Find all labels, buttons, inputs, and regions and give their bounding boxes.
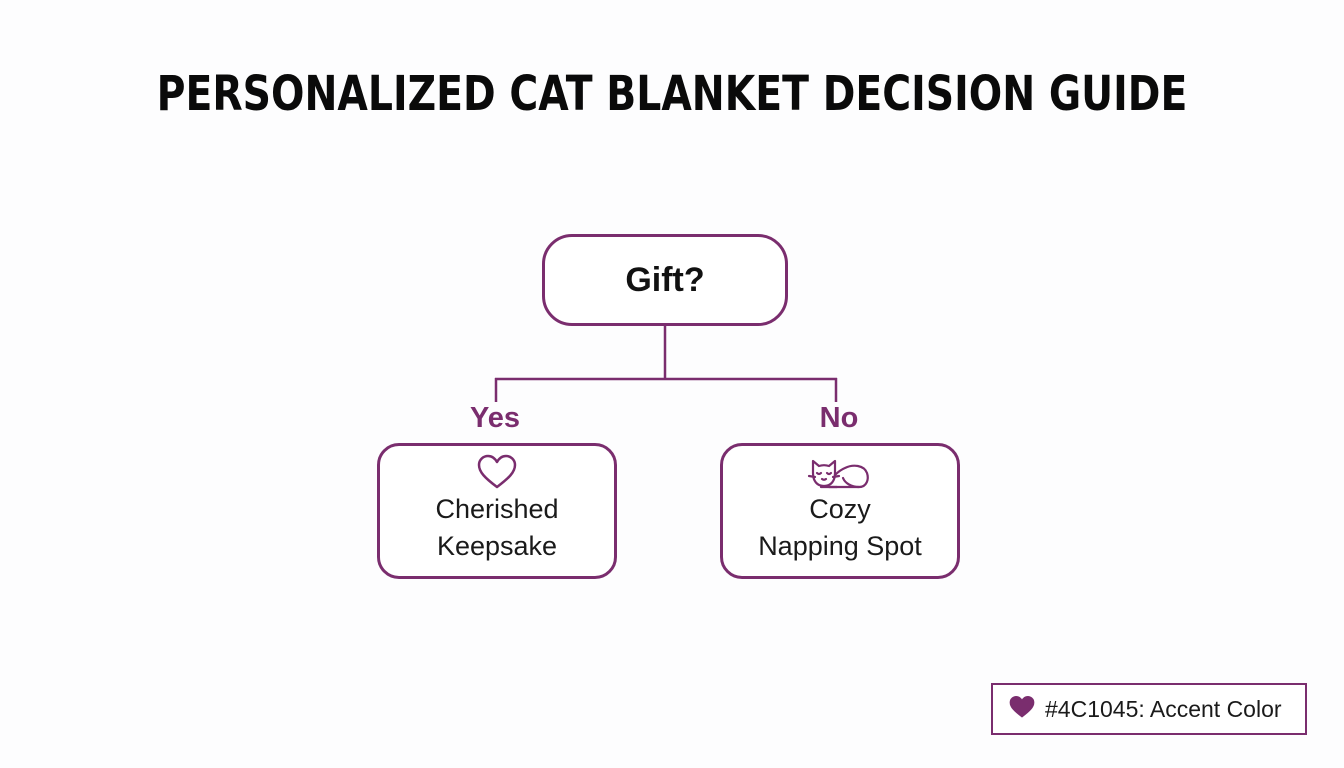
legend-text: #4C1045: Accent Color [1045, 695, 1282, 722]
branch-label-yes: Yes [470, 402, 520, 434]
color-legend: #4C1045: Accent Color [991, 683, 1307, 735]
sleeping-cat-icon [807, 453, 873, 491]
heart-outline-icon [477, 453, 517, 491]
outcome-node-no: Cozy Napping Spot [720, 443, 960, 579]
outcome-text-yes: Cherished Keepsake [387, 491, 607, 565]
branch-label-no: No [819, 402, 859, 434]
outcome-line: Cozy [809, 494, 871, 524]
outcome-line: Cherished [435, 494, 559, 524]
question-node: Gift? [542, 234, 788, 326]
outcome-line: Keepsake [436, 531, 558, 561]
outcome-text-no: Cozy Napping Spot [730, 491, 950, 565]
question-text: Gift? [625, 260, 705, 299]
heart-filled-icon [1009, 695, 1035, 724]
page-title: PERSONALIZED CAT BLANKET DECISION GUIDE [156, 66, 1188, 122]
outcome-line: Napping Spot [758, 531, 922, 561]
outcome-node-yes: Cherished Keepsake [377, 443, 617, 579]
